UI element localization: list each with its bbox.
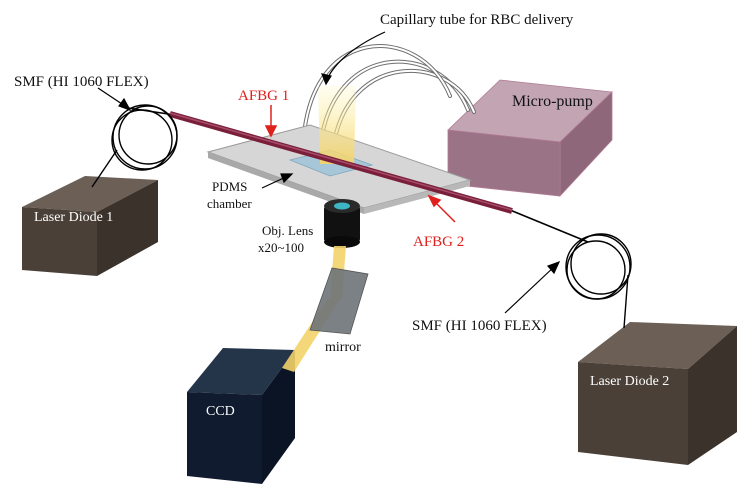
ccd-box [187, 348, 295, 484]
pdms-label-line2: chamber [207, 196, 252, 211]
objective-lens [324, 199, 360, 248]
arrow-smf-right [504, 260, 561, 314]
smf-left-label: SMF (HI 1060 FLEX) [14, 74, 149, 90]
afbg1-label: AFBG 1 [238, 88, 289, 104]
illumination-beam [318, 86, 356, 164]
obj-lens-label-line1: Obj. Lens [262, 223, 313, 238]
capillary-label: Capillary tube for RBC delivery [380, 12, 574, 28]
afbg2-label: AFBG 2 [413, 234, 464, 250]
obj-lens-label-line2: x20~100 [258, 240, 304, 255]
pdms-label-line1: PDMS [212, 179, 247, 194]
mirror-label: mirror [325, 340, 361, 355]
laser-diode-1-box [22, 176, 158, 276]
arrow-afbg2 [427, 194, 456, 223]
arrow-smf-left [97, 87, 132, 112]
laser-diode-1-label: Laser Diode 1 [34, 210, 113, 225]
fiber-grating [169, 111, 513, 214]
ccd-label: CCD [206, 404, 235, 419]
micropump-label: Micro-pump [512, 93, 593, 110]
micropump-box [447, 79, 613, 198]
arrow-afbg1 [264, 105, 278, 138]
smf-right-label: SMF (HI 1060 FLEX) [412, 318, 547, 334]
fiber-coil-left [91, 104, 178, 188]
arrow-pdms [261, 173, 294, 189]
mirror [309, 267, 369, 335]
arrow-capillary [321, 31, 386, 86]
fiber-coil-right [565, 233, 632, 329]
laser-diode-2-box [578, 322, 737, 465]
laser-diode-2-label: Laser Diode 2 [590, 374, 669, 389]
